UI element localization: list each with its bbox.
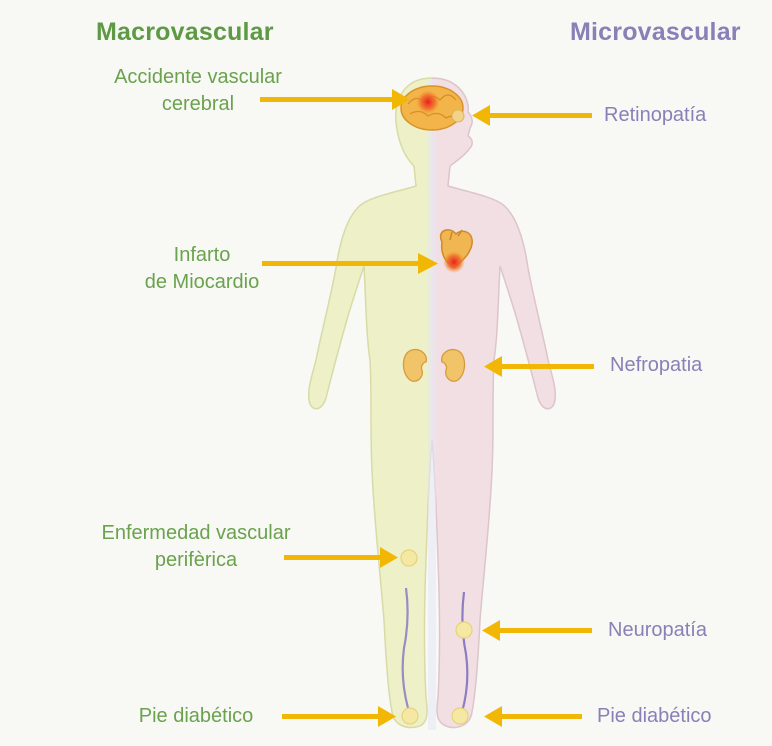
brain-icon xyxy=(401,86,463,130)
arrow-nerve xyxy=(482,620,592,641)
label-diabetic-foot-left: Pie diabético xyxy=(76,703,316,730)
foot-spot-left xyxy=(402,708,418,724)
label-foot-left-line: Pie diabético xyxy=(76,703,316,730)
microvascular-heading: Microvascular xyxy=(570,18,741,47)
macrovascular-heading: Macrovascular xyxy=(96,18,274,47)
label-stroke: Accidente vascular cerebral xyxy=(78,64,318,118)
label-pad-line-1: Enfermedad vascular xyxy=(76,520,316,547)
label-diabetic-foot-right: Pie diabético xyxy=(597,703,712,730)
label-heart-attack: Infarto de Miocardio xyxy=(82,242,322,296)
body-midline xyxy=(428,80,436,730)
label-heart-line-2: de Miocardio xyxy=(82,269,322,296)
label-stroke-line-1: Accidente vascular xyxy=(78,64,318,91)
label-heart-line-1: Infarto xyxy=(82,242,322,269)
label-peripheral-vascular: Enfermedad vascular perifèrica xyxy=(76,520,316,574)
foot-spot-right xyxy=(452,708,468,724)
label-stroke-line-2: cerebral xyxy=(78,91,318,118)
eye-icon xyxy=(452,110,464,122)
label-neuropathy: Neuropatía xyxy=(608,617,707,644)
ankle-spot-right xyxy=(456,622,472,638)
label-pad-line-2: perifèrica xyxy=(76,547,316,574)
label-nephropathy: Nefropatia xyxy=(610,352,702,379)
knee-spot-left xyxy=(401,550,417,566)
arrow-retina xyxy=(472,105,592,126)
label-retinopathy: Retinopatía xyxy=(604,102,706,129)
arrow-foot-right xyxy=(484,706,582,727)
